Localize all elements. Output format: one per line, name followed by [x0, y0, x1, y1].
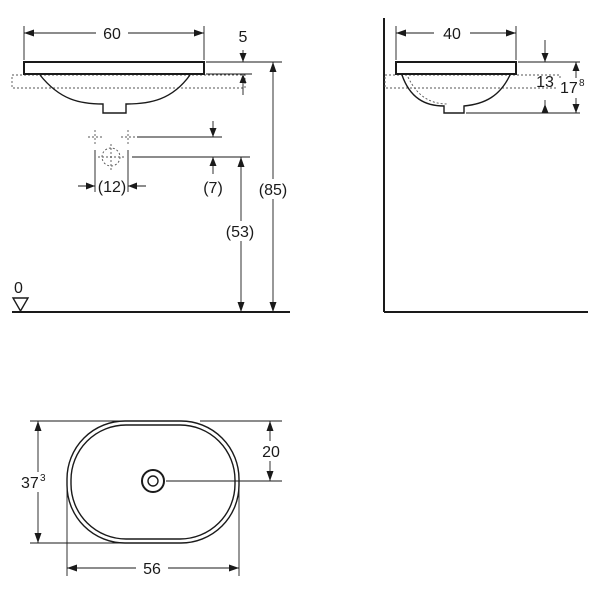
drain-outer [141, 469, 165, 493]
top-depth-arrow-top [34, 421, 42, 431]
tap-spacing-arrow-left [86, 182, 95, 190]
top-basin-inner [70, 424, 236, 540]
tap-height-arrow-bottom [237, 302, 245, 312]
side-depth-label: 40 [443, 26, 461, 43]
bowl-height-label: 13 [536, 74, 554, 91]
drain-offset-arrow-top [266, 421, 274, 431]
side-total-height-arrow-top [572, 62, 580, 71]
top-length-arrow-right [229, 564, 239, 572]
total-height-arrow-bottom [269, 302, 277, 312]
bowl-height-arrow-bottom [541, 104, 549, 113]
tap-offset-arrow-bottom [209, 157, 217, 166]
side-basin-inner [407, 76, 449, 105]
tap-spacing-arrow-right [128, 182, 137, 190]
drain-inner [147, 475, 159, 487]
drain-offset-label: 20 [262, 444, 280, 461]
front-width-arrow-right [194, 29, 204, 37]
top-depth-label-bg [20, 472, 54, 492]
front-basin-rim [23, 61, 205, 75]
front-width-label-bg [96, 22, 128, 42]
total-height-label: (85) [259, 182, 287, 199]
side-countertop-outline [384, 74, 561, 89]
side-basin-rim [395, 61, 517, 75]
front-width-label: 60 [103, 26, 121, 43]
drain-offset-label-bg [257, 441, 285, 461]
top-basin-outline [66, 420, 240, 544]
top-length-label-bg [136, 558, 168, 578]
floor-level-label: 0 [14, 280, 23, 297]
total-height-arrow-top [269, 62, 277, 72]
top-length-arrow-left [67, 564, 77, 572]
side-view: 40 13 17 8 [383, 18, 592, 313]
side-depth-arrow-left [396, 29, 406, 37]
tap-spacing-label: (12) [98, 179, 126, 196]
side-depth-label-bg [434, 22, 470, 42]
tap-hole-center-mark [98, 144, 124, 170]
top-depth-arrow-bottom [34, 533, 42, 543]
tap-offset-label: (7) [203, 180, 223, 197]
side-total-height-label: 17 [560, 80, 578, 97]
side-total-height-label-bg [558, 78, 592, 98]
top-length-label: 56 [143, 561, 161, 578]
front-rim-label: 5 [239, 29, 248, 46]
tap-height-label-bg [218, 221, 262, 241]
floor-level-marker [11, 297, 30, 313]
side-basin-bowl [401, 74, 511, 114]
top-depth-label: 37 [21, 475, 39, 492]
drain-offset-arrow-bottom [266, 471, 274, 481]
top-depth-sup: 3 [40, 473, 46, 484]
front-width-arrow-left [24, 29, 34, 37]
tap-hole-right-mark [121, 130, 135, 144]
top-view: 37 3 20 56 [20, 420, 285, 578]
tap-hole-left-mark [88, 130, 102, 144]
total-height-label-bg [251, 179, 295, 199]
front-view: 60 5 (12) [11, 22, 295, 313]
front-basin-bowl [39, 74, 191, 114]
front-rim-arrow-top [239, 53, 247, 62]
side-depth-arrow-right [506, 29, 516, 37]
front-countertop-outline [11, 74, 246, 89]
front-rim-arrow-bottom [239, 74, 247, 83]
side-total-height-sup: 8 [579, 78, 585, 89]
tap-offset-arrow-top [209, 128, 217, 137]
tap-height-label: (53) [226, 224, 254, 241]
side-total-height-arrow-bottom [572, 104, 580, 113]
bowl-height-arrow-top [541, 53, 549, 62]
tap-height-arrow-top [237, 157, 245, 167]
